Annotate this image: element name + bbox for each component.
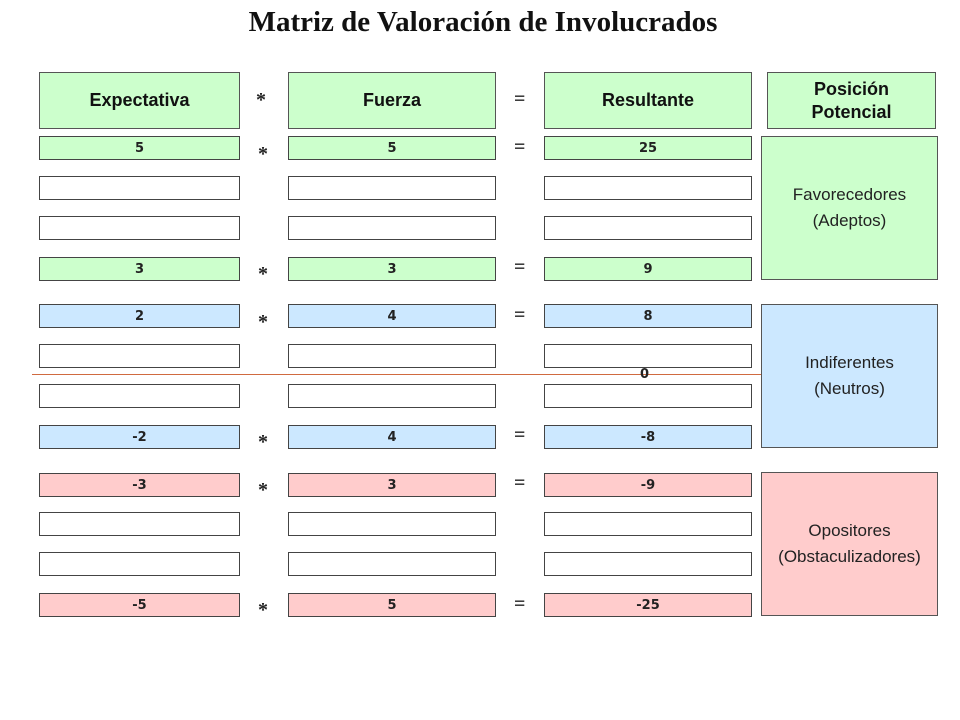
header-posicion-potencial: Posición Potencial <box>767 72 936 129</box>
expectativa-cell <box>39 512 240 536</box>
expectativa-cell: 3 <box>39 257 240 281</box>
page-title: Matriz de Valoración de Involucrados <box>248 6 718 38</box>
resultante-cell: 25 <box>544 136 752 160</box>
expectativa-cell: -2 <box>39 425 240 449</box>
header-fuerza: Fuerza <box>288 72 496 129</box>
resultante-cell <box>544 216 752 240</box>
position-favorecedores-line1: Favorecedores <box>792 185 907 204</box>
position-opositores: Opositores (Obstaculizadores) <box>761 472 938 616</box>
resultante-cell: -25 <box>544 593 752 617</box>
fuerza-cell: 5 <box>288 593 496 617</box>
mult-symbol: * <box>258 479 268 501</box>
resultante-cell <box>544 176 752 200</box>
fuerza-cell: 3 <box>288 473 496 497</box>
eq-symbol: = <box>514 472 526 494</box>
fuerza-cell: 3 <box>288 257 496 281</box>
eq-symbol: = <box>514 424 526 446</box>
position-opositores-line2: (Obstaculizadores) <box>778 547 921 566</box>
resultante-cell <box>544 344 752 368</box>
mult-symbol: * <box>258 143 268 165</box>
resultante-cell <box>544 384 752 408</box>
resultante-cell <box>544 512 752 536</box>
header-mult-symbol: * <box>256 89 266 111</box>
zero-label: 0 <box>640 367 650 382</box>
fuerza-cell <box>288 216 496 240</box>
eq-symbol: = <box>514 304 526 326</box>
expectativa-cell: -3 <box>39 473 240 497</box>
fuerza-cell: 5 <box>288 136 496 160</box>
resultante-cell: 9 <box>544 257 752 281</box>
expectativa-cell: 5 <box>39 136 240 160</box>
expectativa-cell: -5 <box>39 593 240 617</box>
fuerza-cell: 4 <box>288 425 496 449</box>
eq-symbol: = <box>514 136 526 158</box>
expectativa-cell: 2 <box>39 304 240 328</box>
expectativa-cell <box>39 176 240 200</box>
header-expectativa: Expectativa <box>39 72 240 129</box>
fuerza-cell <box>288 512 496 536</box>
expectativa-cell <box>39 216 240 240</box>
expectativa-cell <box>39 384 240 408</box>
expectativa-cell <box>39 344 240 368</box>
resultante-cell: -8 <box>544 425 752 449</box>
fuerza-cell <box>288 552 496 576</box>
resultante-cell: -9 <box>544 473 752 497</box>
header-resultante: Resultante <box>544 72 752 129</box>
fuerza-cell <box>288 344 496 368</box>
position-favorecedores: Favorecedores (Adeptos) <box>761 136 938 280</box>
header-eq-symbol: = <box>514 88 526 110</box>
fuerza-cell: 4 <box>288 304 496 328</box>
header-posicion-line1: Posición <box>813 78 889 99</box>
position-opositores-line1: Opositores <box>808 521 891 540</box>
resultante-cell: 8 <box>544 304 752 328</box>
position-indiferentes: Indiferentes (Neutros) <box>761 304 938 448</box>
mult-symbol: * <box>258 311 268 333</box>
expectativa-cell <box>39 552 240 576</box>
position-indiferentes-line1: Indiferentes <box>805 353 894 372</box>
zero-divider-line <box>32 374 762 375</box>
mult-symbol: * <box>258 431 268 453</box>
eq-symbol: = <box>514 593 526 615</box>
fuerza-cell <box>288 384 496 408</box>
mult-symbol: * <box>258 263 268 285</box>
mult-symbol: * <box>258 599 268 621</box>
eq-symbol: = <box>514 256 526 278</box>
resultante-cell <box>544 552 752 576</box>
position-indiferentes-line2: (Neutros) <box>814 379 885 398</box>
header-posicion-line2: Potencial <box>811 101 892 122</box>
position-favorecedores-line2: (Adeptos) <box>812 211 887 230</box>
fuerza-cell <box>288 176 496 200</box>
